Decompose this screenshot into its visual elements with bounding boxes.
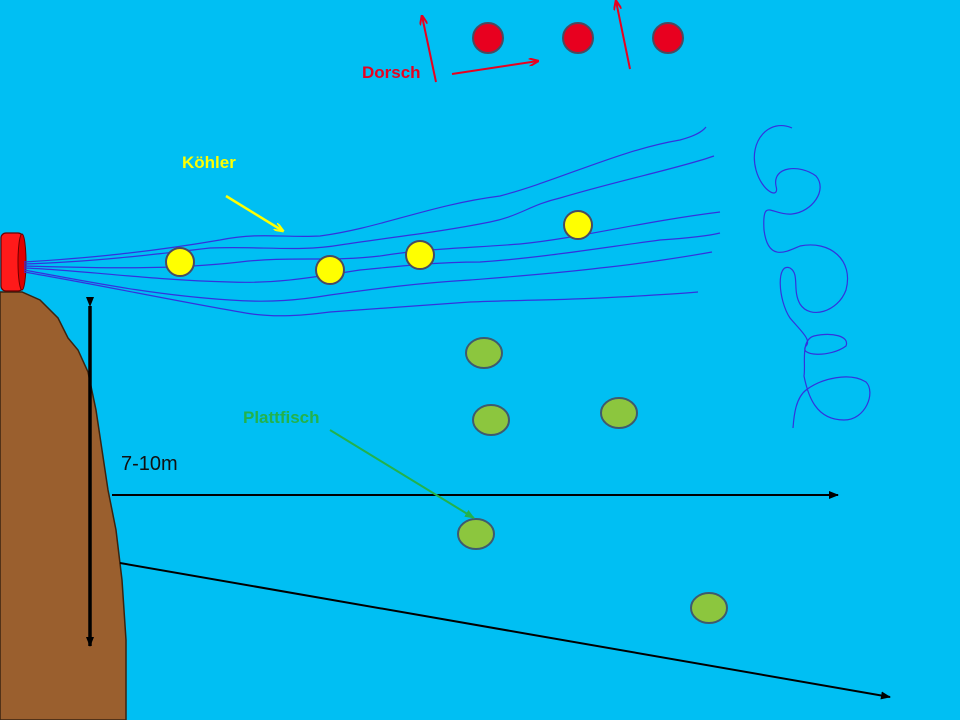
dorsch-label: Dorsch — [362, 63, 421, 82]
dorsch-arrow — [451, 61, 538, 75]
plattfisch-group — [329, 337, 728, 624]
dorsch-fish — [472, 22, 504, 54]
plattfisch-pointer — [329, 429, 475, 519]
dorsch-group — [422, 1, 684, 83]
plattfisch-label: Plattfisch — [243, 408, 320, 427]
dorsch-arrow — [422, 16, 437, 83]
plattfisch-fish — [600, 397, 638, 429]
koehler-fish — [405, 240, 435, 270]
fishing-lines — [23, 125, 871, 429]
plattfisch-fish — [472, 404, 510, 436]
koehler-fish — [315, 255, 345, 285]
koehler-fish — [563, 210, 593, 240]
plattfisch-fish — [465, 337, 503, 369]
depth-label: 7-10m — [121, 453, 178, 475]
koehler-fish — [165, 247, 195, 277]
float-icon — [0, 232, 27, 292]
slope-arrow — [119, 562, 891, 700]
koehler-label: Köhler — [182, 153, 236, 172]
plattfisch-fish — [690, 592, 728, 624]
plattfisch-fish — [457, 518, 495, 550]
dorsch-fish — [652, 22, 684, 54]
koehler-pointer — [225, 194, 283, 231]
dorsch-arrow — [616, 1, 631, 70]
cliff — [0, 291, 127, 720]
dorsch-fish — [562, 22, 594, 54]
koehler-group — [165, 194, 593, 285]
